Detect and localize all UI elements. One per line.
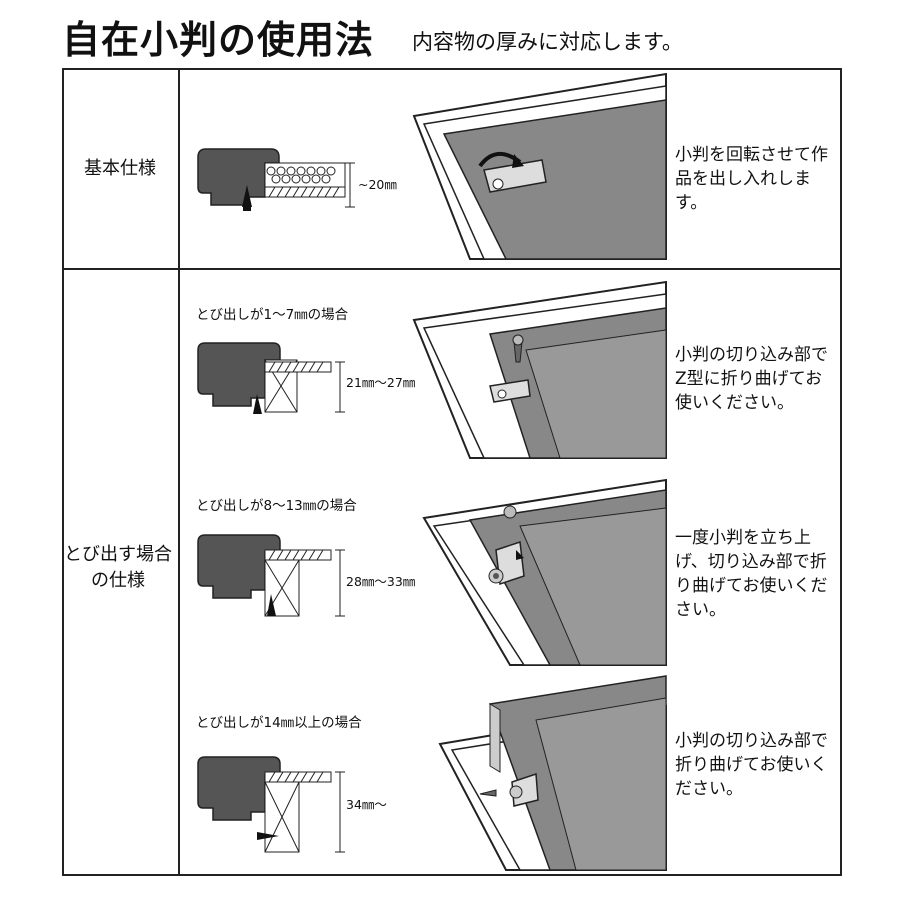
case1-frame-illustration [412,280,667,459]
case3-caption: とび出しが14㎜以上の場合 [196,715,362,731]
usage-table [62,68,842,876]
basic-frame-illustration [412,72,667,260]
case2-description: 一度小判を立ち上げ、切り込み部で折り曲げてお使いください。 [675,528,828,620]
basic-dimension-label: ~20㎜ [358,177,397,192]
case1-description: 小判の切り込み部でZ型に折り曲げてお使いください。 [675,345,828,413]
case1-dimension-label: 21㎜～27㎜ [346,375,416,390]
row-label-basic: 基本仕様 [84,158,156,179]
table-column-divider [178,68,180,876]
case2-dimension-label: 28㎜～33㎜ [346,574,416,589]
case3-dimension-label: 34㎜～ [346,797,387,812]
case3-description: 小判の切り込み部で折り曲げてお使いください。 [675,731,828,799]
basic-description: 小判を回転させて作品を出し入れします。 [675,145,828,213]
page-subtitle: 内容物の厚みに対応します。 [412,30,683,54]
case3-frame-illustration [438,675,667,871]
case2-frame-illustration [422,478,667,666]
basic-cross-section-diagram [197,148,355,211]
case1-caption: とび出しが1～7㎜の場合 [196,307,349,323]
case2-caption: とび出しが8～13㎜の場合 [196,498,357,514]
table-row-divider [62,268,842,270]
case3-cross-section-diagram [197,756,345,853]
row-label-protruding: とび出す場合の仕様 [64,544,172,591]
page-title: 自在小判の使用法 [62,18,375,62]
case1-cross-section-diagram [197,342,345,414]
case2-cross-section-diagram [197,534,345,617]
